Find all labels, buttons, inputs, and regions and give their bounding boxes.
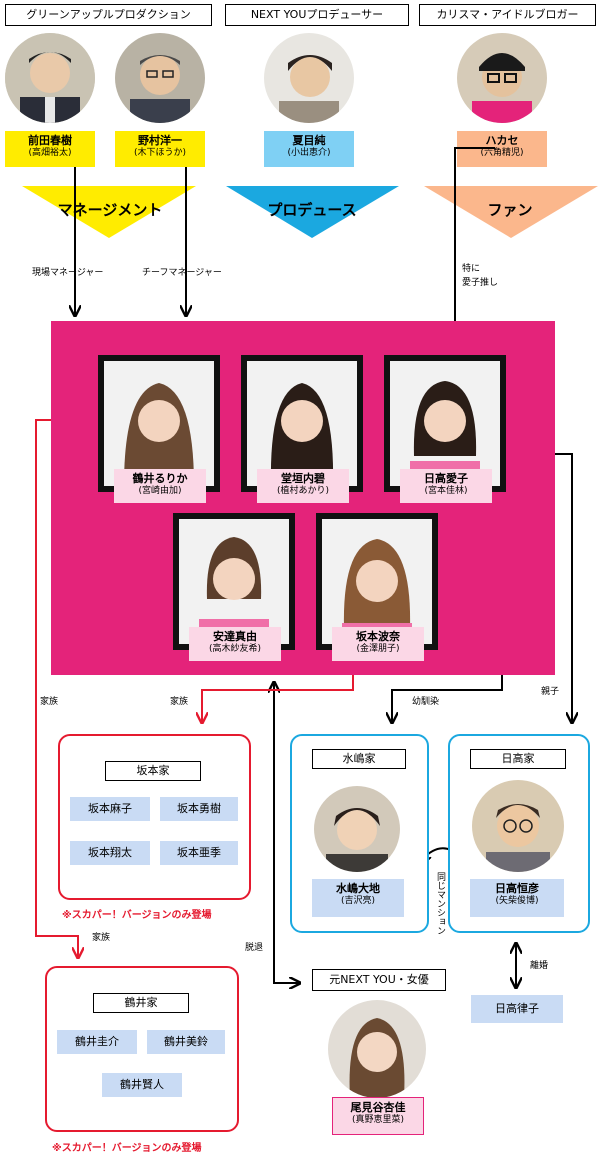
member-hidaka-ritsuko: 日高律子 <box>471 995 563 1023</box>
label-same-mansion: 同じマンション <box>434 872 447 935</box>
namebox-hidaka-aiko: 日高愛子 (宮本佳林) <box>400 469 492 503</box>
family-hidaka-title: 日高家 <box>470 749 566 769</box>
namebox-mizushima: 水嶋大地 (吉沢亮) <box>312 879 404 917</box>
label-parent-child: 親子 <box>541 684 559 697</box>
actor-hidaka-aiko: (宮本佳林) <box>400 485 492 498</box>
name-hidaka-aiko: 日高愛子 <box>400 472 492 485</box>
member-tsurui-2: 鶴井美鈴 <box>147 1030 225 1054</box>
avatar-obiya <box>328 1000 426 1098</box>
member-sakamoto-1: 坂本麻子 <box>70 797 150 821</box>
namebox-hidaka-tsunehiko: 日高恒彦 (矢柴俊博) <box>470 879 564 917</box>
namebox-tsurui: 鶴井るりか (宮崎由加) <box>114 469 206 503</box>
actor-hidaka-tsunehiko: (矢柴俊博) <box>470 895 564 908</box>
name-adachi: 安達真由 <box>189 630 281 643</box>
label-especially: 特に 愛子推し <box>462 262 498 290</box>
member-sakamoto-3: 坂本翔太 <box>70 841 150 865</box>
actor-tsurui: (宮崎由加) <box>114 485 206 498</box>
member-sakamoto-2: 坂本勇樹 <box>160 797 238 821</box>
member-tsurui-1: 鶴井圭介 <box>57 1030 137 1054</box>
name-dogaki: 堂垣内碧 <box>257 472 349 485</box>
actor-dogaki: (植村あかり) <box>257 485 349 498</box>
actor-obiya: (真野恵里菜) <box>333 1114 423 1127</box>
member-tsurui-3: 鶴井賢人 <box>102 1073 182 1097</box>
label-childhood: 幼馴染 <box>412 694 439 707</box>
label-divorce: 離婚 <box>530 958 548 971</box>
label-family-mid: 家族 <box>170 694 188 707</box>
family-sakamoto-title: 坂本家 <box>105 761 201 781</box>
label-retired: 脱退 <box>245 940 263 953</box>
namebox-sakamoto-hana: 坂本波奈 (金澤朋子) <box>332 627 424 661</box>
name-hidaka-tsunehiko: 日高恒彦 <box>470 882 564 895</box>
label-family-left: 家族 <box>40 694 58 707</box>
label-family-tsurui: 家族 <box>92 930 110 943</box>
label-field-manager: 現場マネージャー <box>32 265 103 278</box>
label-chief-manager: チーフマネージャー <box>142 265 222 278</box>
name-mizushima: 水嶋大地 <box>312 882 404 895</box>
avatar-hidaka-tsunehiko <box>472 780 564 872</box>
member-sakamoto-4: 坂本亜季 <box>160 841 238 865</box>
note-tsurui: ※スカパー！バージョンのみ登場 <box>52 1139 202 1154</box>
family-tsurui-title: 鶴井家 <box>93 993 189 1013</box>
namebox-adachi: 安達真由 (高木紗友希) <box>189 627 281 661</box>
namebox-obiya: 尾見谷杏佳 (真野恵里菜) <box>332 1097 424 1135</box>
former-member-title: 元NEXT YOU・女優 <box>312 969 446 991</box>
family-mizushima-title: 水嶋家 <box>312 749 406 769</box>
note-sakamoto: ※スカパー！バージョンのみ登場 <box>62 906 212 921</box>
name-obiya: 尾見谷杏佳 <box>333 1101 423 1114</box>
name-sakamoto-hana: 坂本波奈 <box>332 630 424 643</box>
avatar-mizushima <box>314 786 400 872</box>
name-tsurui: 鶴井るりか <box>114 472 206 485</box>
actor-adachi: (高木紗友希) <box>189 643 281 656</box>
namebox-dogaki: 堂垣内碧 (植村あかり) <box>257 469 349 503</box>
actor-mizushima: (吉沢亮) <box>312 895 404 908</box>
actor-sakamoto-hana: (金澤朋子) <box>332 643 424 656</box>
